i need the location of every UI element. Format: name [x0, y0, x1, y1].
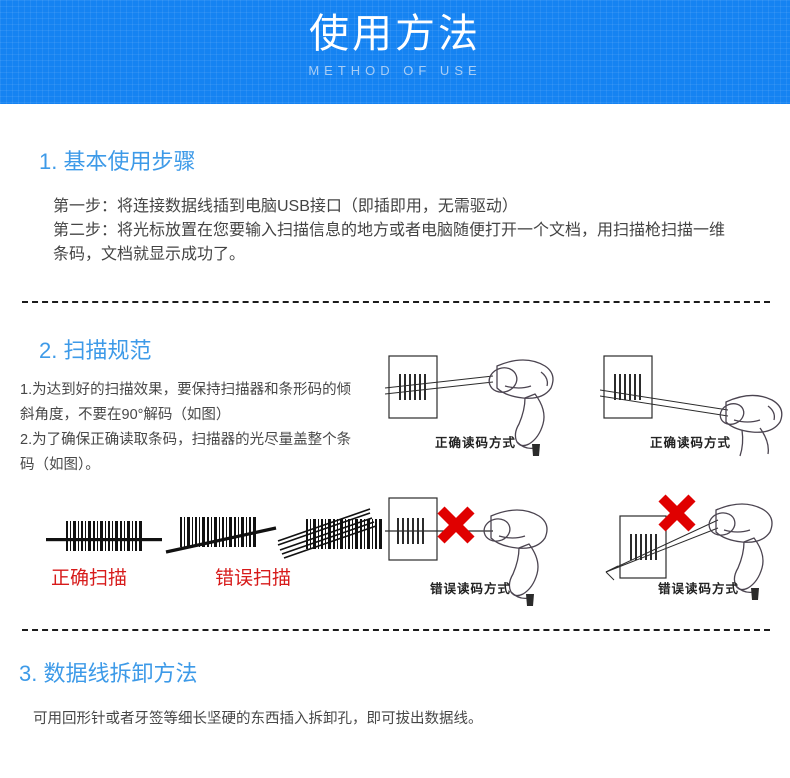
page-header-banner: 使用方法 METHOD OF USE — [0, 0, 790, 104]
section-body-basic-steps: 第一步：将连接数据线插到电脑USB接口（即插即用，无需驱动） 第二步：将光标放置… — [20, 176, 770, 264]
scan-rule-1: 1.为达到好的扫描效果，要保持扫描器和条形码的倾斜角度，不要在90°解码（如图） — [20, 382, 352, 423]
barcode-example-row: 正确扫描 错误扫描 — [22, 505, 382, 605]
step-two-text: 第二步：将光标放置在您要输入扫描信息的地方或者电脑随便打开一个文档，用扫描枪扫描… — [53, 222, 726, 263]
scanner-illustration — [599, 355, 783, 457]
barcode-horizontal-scan — [46, 521, 162, 551]
section-divider-2 — [22, 629, 770, 631]
page-title: 使用方法 — [309, 12, 481, 56]
scanner-caption-correct: 正确读码方式 — [435, 436, 517, 450]
page-subtitle: METHOD OF USE — [308, 63, 482, 78]
barcode-wrong-label: 错误扫描 — [215, 568, 292, 589]
section-body-scan-standard: 1.为达到好的扫描效果，要保持扫描器和条形码的倾斜角度，不要在90°解码（如图）… — [20, 378, 365, 478]
barcode-multi-diagonal-scan — [277, 508, 382, 559]
section-title-basic-steps: 1. 基本使用步骤 — [39, 149, 196, 174]
step-one-text: 第一步：将连接数据线插到电脑USB接口（即插即用，无需驱动） — [53, 198, 518, 215]
scanner-correct-top-right: 正确读码方式 — [599, 352, 790, 457]
scan-rule-2: 2.为了确保正确读取条码，扫描器的光尽量盖整个条码（如图）。 — [20, 432, 352, 473]
scanner-correct-top-left: 正确读码方式 — [384, 352, 575, 457]
content-area: 1. 基本使用步骤 第一步：将连接数据线插到电脑USB接口（即插即用，无需驱动）… — [0, 104, 790, 264]
scanner-illustration — [605, 494, 773, 600]
barcode-diagonal-scan — [165, 517, 277, 554]
section-divider-1 — [22, 301, 770, 303]
barcode-correct-label: 正确扫描 — [51, 568, 128, 589]
section-body-cable-removal: 可用回形针或者牙签等细长坚硬的东西插入拆卸孔，即可拔出数据线。 — [33, 711, 483, 727]
scanner-wrong-bottom-left: 错误读码方式 — [385, 492, 575, 607]
scanner-caption-wrong: 错误读码方式 — [658, 582, 740, 596]
scanner-wrong-bottom-right: 错误读码方式 — [600, 492, 790, 607]
scanner-caption-wrong: 错误读码方式 — [430, 582, 512, 596]
section-title-scan-standard: 2. 扫描规范 — [39, 338, 152, 363]
section-title-cable-removal: 3. 数据线拆卸方法 — [19, 661, 198, 686]
scanner-caption-correct: 正确读码方式 — [650, 436, 732, 450]
scanner-illustration — [385, 497, 548, 606]
scanner-illustration — [384, 355, 554, 456]
